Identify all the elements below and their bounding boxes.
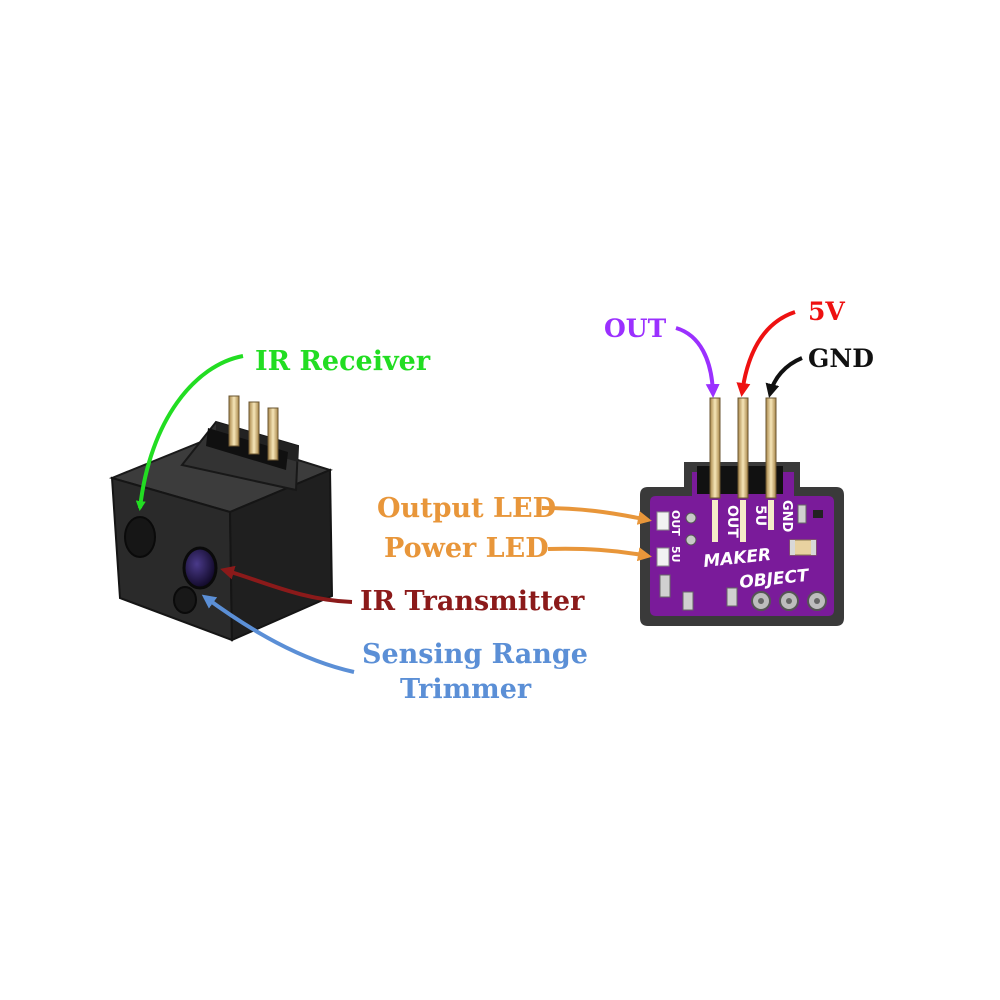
ir-transmitter-lens [182,546,218,590]
ir-transmitter-arrow [220,565,353,604]
out-pin-arrow [675,326,720,398]
ir-transmitter-label: IR Transmitter [360,586,585,617]
output-led [656,511,670,531]
5v-pin-arrow [736,310,796,397]
power-led-label: Power LED [384,533,549,564]
pcb-pins [709,397,777,542]
sensor-pins [228,395,279,461]
sensing-range-arrow [201,594,355,674]
power-led [656,547,670,567]
ir-receiver-label: IR Receiver [255,346,431,377]
trimmer-hole [173,586,197,614]
silk-gnd-pin: GND [779,500,794,533]
ir-receiver-hole [124,516,156,558]
sensing-range-label-line2: Trimmer [400,674,532,705]
out-pin-label: OUT [604,314,667,343]
sensing-range-label-line1: Sensing Range [362,639,588,670]
silk-5v-pin: 5U [752,505,768,526]
5v-pin-label: 5V [808,297,845,326]
output-led-arrow [541,506,652,525]
silk-led-5v: 5U [669,546,682,563]
silk-led-out: OUT [669,510,682,536]
pcb-board: OUT 5U GND OUT 5U MAKER OBJECT [640,462,844,626]
ir-receiver-arrow [135,354,244,511]
silk-out-pin: OUT [724,505,740,538]
gnd-pin-label: GND [808,344,874,373]
output-led-label: Output LED [377,493,556,524]
power-led-arrow [547,546,652,562]
gnd-pin-arrow [765,356,803,398]
